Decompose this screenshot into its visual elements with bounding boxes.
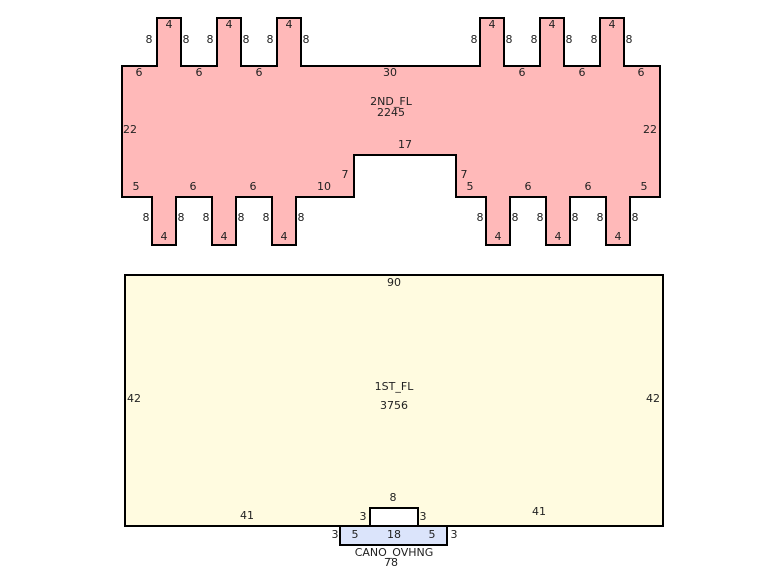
dim-label: 8 [597,211,604,224]
dim-label: 6 [190,180,197,193]
dim-label: 90 [387,276,401,289]
first-floor-area: 3756 [380,399,408,412]
dim-label: 8 [471,33,478,46]
dim-label: 8 [537,211,544,224]
dim-label: 42 [127,392,141,405]
second-floor-area: 2245 [377,106,405,119]
dim-label: 6 [519,66,526,79]
dim-label: 5 [429,528,436,541]
dim-label: 5 [641,180,648,193]
dim-label: 4 [166,18,173,31]
dim-label: 4 [286,18,293,31]
first-floor-name: 1ST_FL [375,380,415,393]
dim-label: 4 [489,18,496,31]
canopy-area: 78 [384,556,398,569]
dim-label: 8 [303,33,310,46]
dim-label: 6 [579,66,586,79]
dim-label: 41 [240,509,254,522]
dim-label: 8 [512,211,519,224]
dim-label: 6 [196,66,203,79]
dim-label: 8 [143,211,150,224]
dim-label: 41 [532,505,546,518]
dim-label: 4 [281,230,288,243]
dim-label: 5 [352,528,359,541]
dim-label: 10 [317,180,331,193]
dim-label: 3 [420,510,427,523]
dim-label: 8 [591,33,598,46]
dim-label: 6 [525,180,532,193]
dim-label: 8 [178,211,185,224]
dim-label: 4 [495,230,502,243]
dim-label: 3 [332,528,339,541]
dim-label: 18 [387,528,401,541]
dim-label: 5 [467,180,474,193]
dim-label: 6 [638,66,645,79]
dim-label: 8 [203,211,210,224]
dim-label: 8 [477,211,484,224]
dim-label: 3 [360,510,367,523]
dim-label: 30 [383,66,397,79]
dim-label: 6 [256,66,263,79]
dim-label: 3 [451,528,458,541]
dim-label: 8 [243,33,250,46]
dim-label: 8 [632,211,639,224]
dim-label: 8 [238,211,245,224]
dim-label: 42 [646,392,660,405]
dim-label: 4 [555,230,562,243]
dim-label: 7 [461,168,468,181]
dim-label: 8 [572,211,579,224]
first-floor-polygon[interactable] [124,274,664,527]
dim-label: 4 [609,18,616,31]
dim-label: 5 [133,180,140,193]
dim-label: 8 [207,33,214,46]
dim-label: 8 [506,33,513,46]
dim-label: 8 [626,33,633,46]
canopy-name: CANO_OVHNG [355,546,434,559]
second-floor-polygon[interactable] [121,17,661,246]
dim-label: 8 [267,33,274,46]
dim-label: 4 [549,18,556,31]
dim-label: 8 [183,33,190,46]
dim-label: 4 [615,230,622,243]
dim-label: 4 [221,230,228,243]
dim-label: 8 [566,33,573,46]
dim-label: 4 [226,18,233,31]
dim-label: 8 [531,33,538,46]
dim-label: 6 [136,66,143,79]
dim-label: 6 [250,180,257,193]
dim-label: 17 [398,138,412,151]
dim-label: 7 [342,168,349,181]
dim-label: 8 [390,491,397,504]
dim-label: 8 [263,211,270,224]
dim-label: 6 [585,180,592,193]
dim-label: 8 [298,211,305,224]
dim-label: 4 [161,230,168,243]
dim-label: 22 [643,123,657,136]
second-floor-name: 2ND_FL [370,95,413,108]
dim-label: 22 [123,123,137,136]
dim-label: 8 [146,33,153,46]
canopy-overhang-polygon[interactable] [339,525,448,546]
